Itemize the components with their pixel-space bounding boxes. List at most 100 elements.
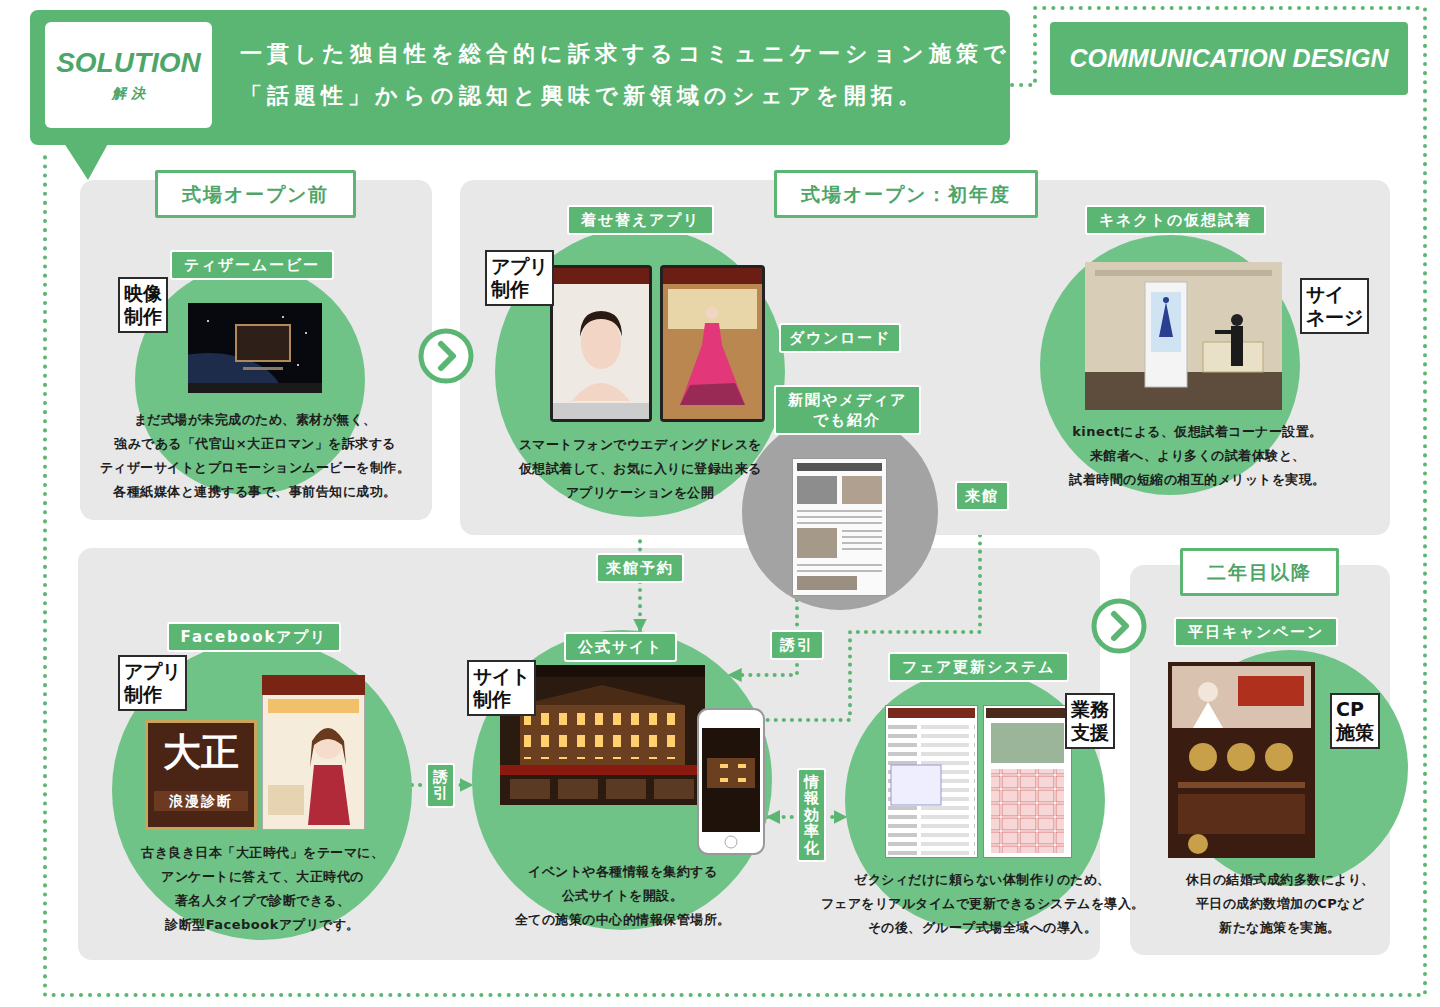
graphic-part bbox=[30, 10, 1010, 145]
graphic-part bbox=[797, 576, 857, 590]
heading-holder: フェア更新システム bbox=[888, 652, 1069, 682]
text-line: スマートフォンでウエディングドレスを bbox=[480, 433, 800, 457]
heading-holder: 着せ替えアプリ bbox=[567, 205, 714, 235]
circle-heading: フェア更新システム bbox=[888, 652, 1069, 682]
solution-box: SOLUTION 解 決 bbox=[45, 22, 212, 128]
graphic-part bbox=[297, 364, 299, 366]
graphic-part bbox=[1193, 702, 1223, 728]
graphic-part bbox=[441, 344, 453, 368]
graphic-part bbox=[680, 323, 745, 405]
title-holder: 一貫した独自性を総合的に訴求するコミュニケーション施策で 「話題性」からの認知と… bbox=[240, 33, 1011, 117]
app-screenshot bbox=[550, 265, 652, 422]
graphic-part bbox=[797, 570, 882, 572]
body-holder: 休日の結婚式成約多数により、 平日の成約数増加のCPなど 新たな施策を実施。 bbox=[1150, 868, 1410, 940]
category-tag: サイ ネージ bbox=[1300, 278, 1369, 334]
phase-panel: 二年目以降平日キャンペーン休日の結婚式成約多数により、 平日の成約数増加のCPな… bbox=[1130, 565, 1390, 955]
graphic-part bbox=[1159, 302, 1173, 337]
graphic-part bbox=[1172, 666, 1311, 728]
description-text: スマートフォンでウエディングドレスを 仮想試着して、お気に入りに登録出来る アプ… bbox=[480, 433, 800, 505]
phase-panel: 式場オープン前ティザームービーまだ式場が未完成のため、素材が無く、 強みである「… bbox=[80, 180, 432, 520]
graphic-part bbox=[1145, 282, 1187, 387]
heading-holder: 新聞やメディア でも紹介 bbox=[774, 385, 921, 435]
graphic-part bbox=[1114, 614, 1126, 638]
initiative-circle: 着せ替えアプリスマートフォンでウエディングドレスを 仮想試着して、お気に入りに登… bbox=[480, 205, 800, 520]
text-line: ティザームービー bbox=[184, 255, 320, 275]
category-tag: アプリ 制作 bbox=[118, 655, 187, 711]
tag-text: CP 施策 bbox=[1336, 698, 1374, 744]
graphic-part bbox=[62, 140, 110, 180]
graphic-part bbox=[842, 536, 882, 538]
graphic-part bbox=[188, 383, 322, 393]
text-line: ティザーサイトとプロモーションムービーを制作。 bbox=[95, 456, 415, 480]
graphic-part bbox=[842, 542, 882, 544]
text-line: アンケートに答えて、大正時代の bbox=[110, 865, 415, 889]
graphic-part bbox=[500, 765, 705, 775]
text-line: 制作 bbox=[473, 688, 530, 711]
circle-heading: キネクトの仮想試着 bbox=[1085, 205, 1266, 235]
solution-word: SOLUTION bbox=[56, 47, 201, 79]
text-line: ネージ bbox=[1306, 306, 1363, 329]
solution-subword: 解 決 bbox=[112, 85, 145, 103]
graphic-part bbox=[711, 764, 751, 782]
graphic-part bbox=[725, 836, 737, 848]
text-line: アプリ bbox=[491, 255, 548, 278]
circle-fill bbox=[472, 630, 772, 930]
next-chevron bbox=[418, 328, 474, 384]
phase-heading: 式場オープン：初年度 bbox=[774, 170, 1038, 218]
tag-text: アプリ 制作 bbox=[491, 255, 548, 301]
text-line: 業務 bbox=[1071, 698, 1109, 721]
phase-panel: 式場オープン：初年度着せ替えアプリスマートフォンでウエディングドレスを 仮想試着… bbox=[460, 180, 1390, 535]
text-line: 全ての施策の中心的情報保管場所。 bbox=[465, 908, 780, 932]
graphic-part bbox=[663, 268, 762, 284]
graphic-part bbox=[891, 765, 941, 805]
description-text: 古き良き日本「大正時代」をテーマに、 アンケートに答えて、大正時代の 著名人タイ… bbox=[110, 841, 415, 937]
body-holder: 古き良き日本「大正時代」をテーマに、 アンケートに答えて、大正時代の 著名人タイ… bbox=[110, 841, 415, 937]
initiative-circle: ティザームービーまだ式場が未完成のため、素材が無く、 強みである「代官山×大正ロ… bbox=[95, 250, 415, 512]
text-line: 平日の成約数増加のCPなど bbox=[1150, 892, 1410, 916]
graphic-part bbox=[243, 367, 283, 370]
text-line: 強みである「代官山×大正ロマン」を訴求する bbox=[95, 432, 415, 456]
connector-label-holder: 来館 bbox=[955, 481, 1009, 511]
text-line: キネクトの仮想試着 bbox=[1099, 210, 1252, 230]
title-text: 一貫した独自性を総合的に訴求するコミュニケーション施策で 「話題性」からの認知と… bbox=[240, 33, 1011, 117]
next-chevron bbox=[1091, 598, 1147, 654]
graphic-part bbox=[268, 699, 359, 713]
graphic-part bbox=[1265, 743, 1293, 771]
text-line: 「話題性」からの認知と興味で新領域のシェアを開拓。 bbox=[240, 75, 1011, 117]
graphic-part bbox=[842, 548, 882, 550]
connector-label-holder: ダウンロード bbox=[779, 323, 901, 353]
graphic-part bbox=[236, 325, 290, 361]
graphic-part bbox=[793, 459, 887, 596]
graphic-part bbox=[550, 265, 652, 422]
graphic-part bbox=[1238, 676, 1304, 706]
graphic-part bbox=[572, 383, 630, 401]
text-line: 制作 bbox=[491, 278, 548, 301]
graphic-part bbox=[797, 564, 882, 566]
graphic-part bbox=[310, 728, 346, 767]
graphic-part bbox=[680, 383, 745, 405]
graphic-part bbox=[510, 779, 550, 799]
graphic-part bbox=[1188, 834, 1208, 854]
graphic-part bbox=[207, 320, 209, 322]
text-line: サイト bbox=[473, 665, 530, 688]
badge-subtitle-holder: 浪漫診断 bbox=[154, 791, 248, 811]
graphic-part bbox=[797, 476, 837, 504]
diagnosis-badge: 大正浪漫診断 bbox=[145, 720, 257, 830]
category-tag: 業務 支援 bbox=[1065, 693, 1115, 749]
description-text: イベントや各種情報を集約する 公式サイトを開設。 全ての施策の中心的情報保管場所… bbox=[465, 860, 780, 932]
heading-holder: 平日キャンペーン bbox=[1174, 617, 1338, 647]
graphic-part bbox=[520, 705, 685, 765]
graphic-part bbox=[991, 769, 1064, 853]
graphic-part bbox=[520, 685, 685, 705]
graphic-part bbox=[45, 8, 1425, 995]
connector-label: 誘引 bbox=[770, 630, 824, 660]
initiative-circle: 大正浪漫診断Facebookアプリ古き良き日本「大正時代」をテーマに、 アンケー… bbox=[110, 622, 415, 942]
graphic-part bbox=[1085, 262, 1282, 410]
text-line: 二年目以降 bbox=[1207, 560, 1312, 584]
text-line: 著名人タイプで診断できる、 bbox=[110, 889, 415, 913]
fair-system-screenshot bbox=[983, 705, 1072, 858]
graphic-part bbox=[581, 317, 621, 369]
description-text: まだ式場が未完成のため、素材が無く、 強みである「代官山×大正ロマン」を訴求する… bbox=[95, 408, 415, 504]
graphic-part bbox=[886, 706, 978, 858]
